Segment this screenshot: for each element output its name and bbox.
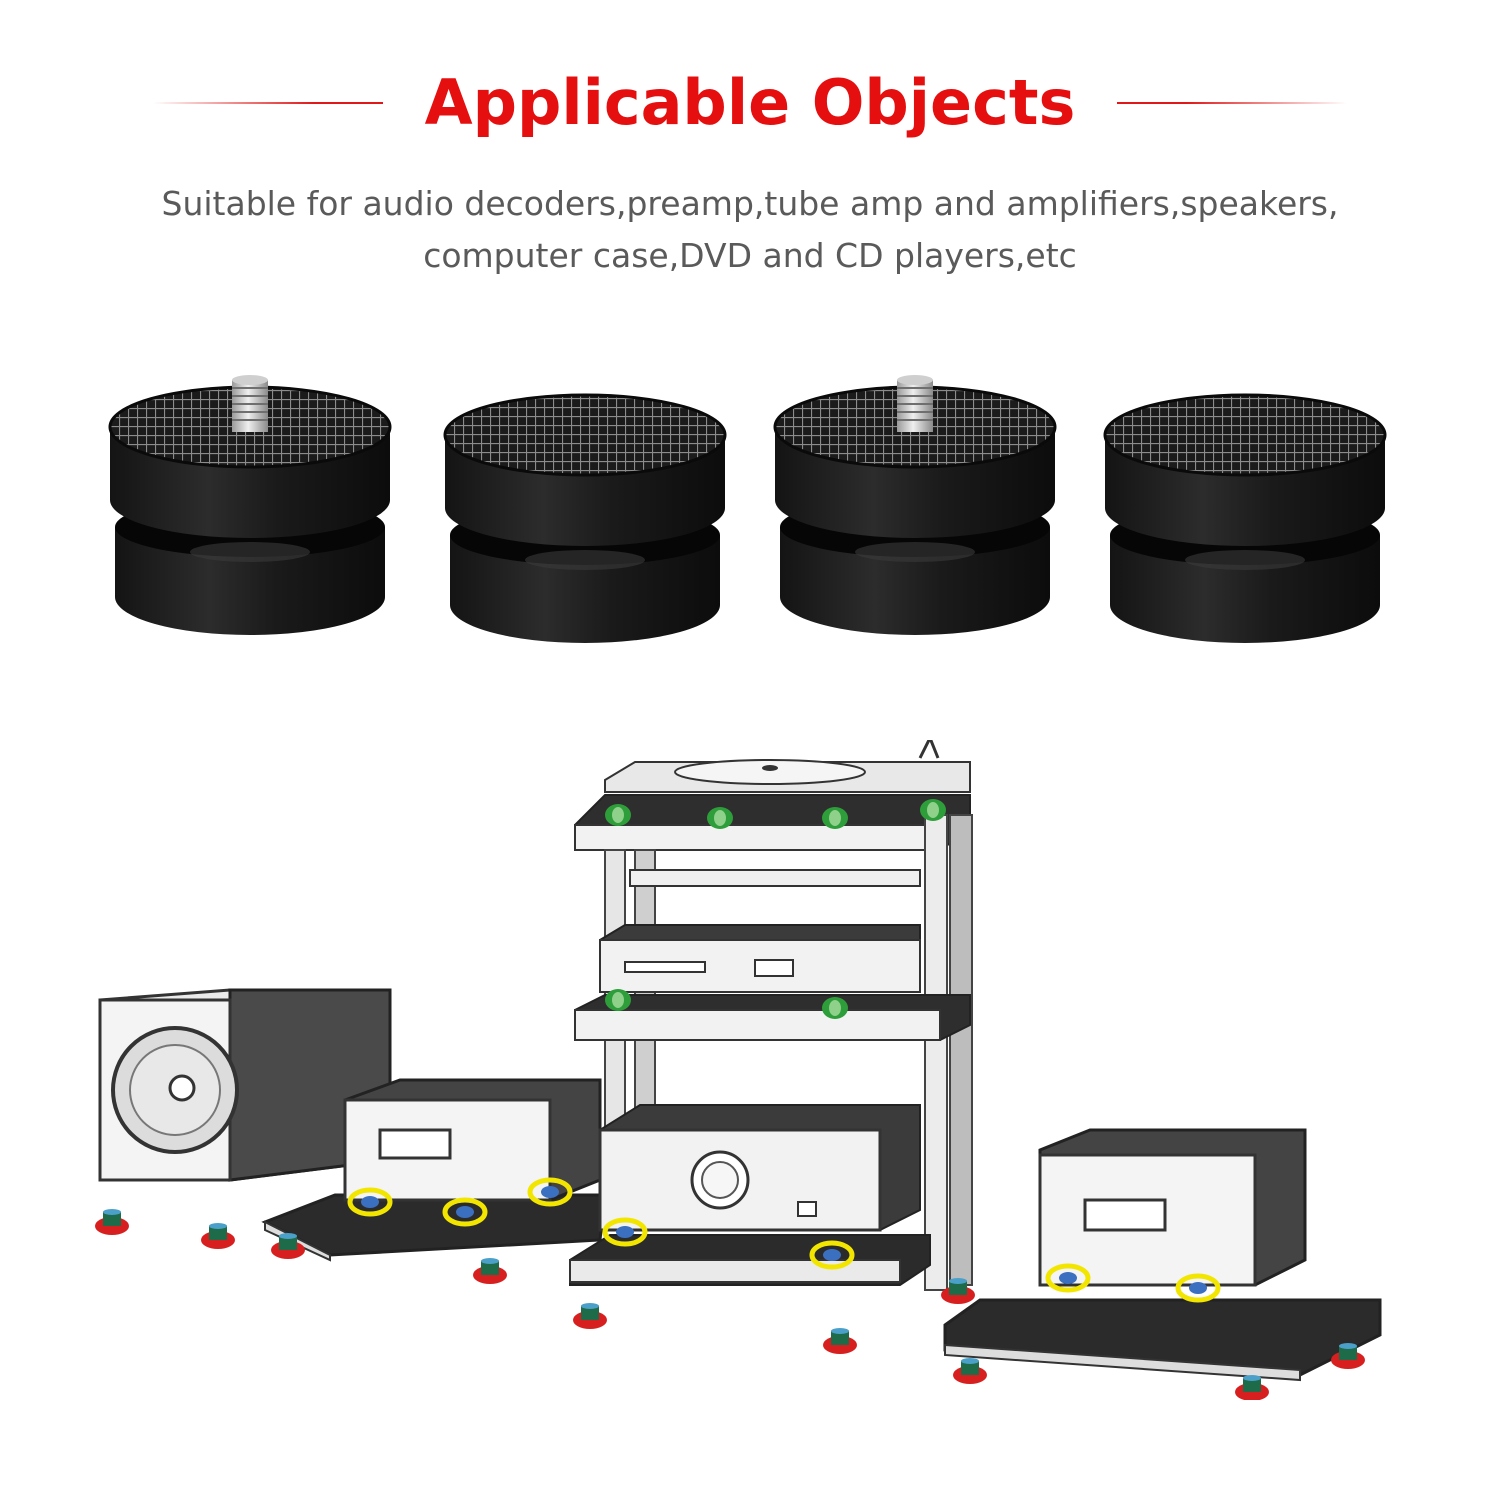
subwoofer	[98, 988, 392, 1182]
hifi-rack-setup-illustration	[95, 740, 1382, 1400]
amplifier-left	[261, 1078, 607, 1262]
isolation-foot-with-stud-icon	[773, 374, 1057, 637]
title-divider-left	[152, 102, 383, 104]
isolation-foot-icon	[443, 393, 727, 645]
description-line-2: computer case,DVD and CD players,etc	[423, 236, 1077, 275]
amplifier-right	[943, 1128, 1382, 1382]
title-divider-right	[1117, 102, 1348, 104]
isolation-foot-icon	[1103, 393, 1387, 645]
equipment-rack	[569, 740, 973, 1291]
page-header: Applicable Objects	[0, 58, 1500, 148]
description: Suitable for audio decoders,preamp,tube …	[0, 178, 1500, 282]
page-title: Applicable Objects	[424, 66, 1076, 139]
product-feet-row	[108, 374, 1387, 645]
isolation-foot-with-stud-icon	[108, 374, 392, 637]
description-line-1: Suitable for audio decoders,preamp,tube …	[161, 184, 1339, 223]
